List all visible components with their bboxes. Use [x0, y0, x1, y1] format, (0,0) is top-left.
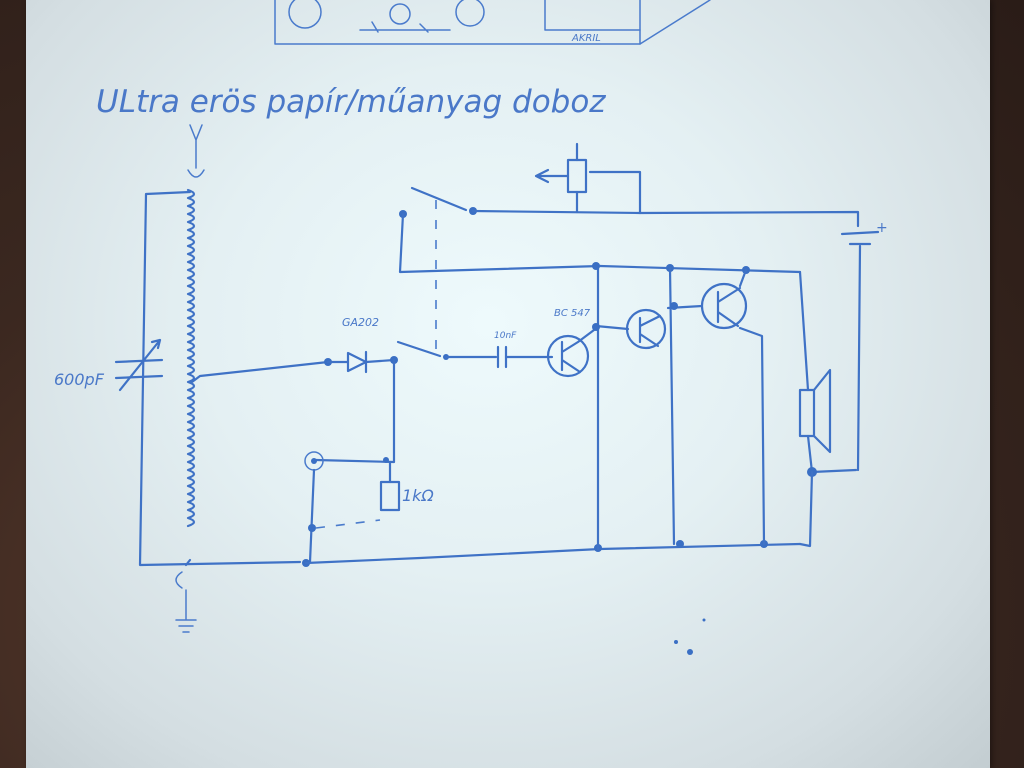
- transistor-q3: [700, 282, 748, 330]
- top-sketch: AKRIL: [274, 0, 711, 45]
- variable-capacitor: [114, 338, 164, 392]
- coupling-cap-label: 10nF: [494, 331, 517, 341]
- power-switch: [398, 170, 642, 274]
- antenna-symbol: [189, 124, 203, 169]
- coupling-capacitor: [496, 345, 508, 369]
- top-sketch-label: AKRIL: [571, 33, 601, 44]
- transistor-q1: [546, 328, 596, 378]
- capacitor-value-label: 600pF: [54, 370, 105, 389]
- speaker-symbol: [798, 368, 832, 454]
- volume-potentiometer: [534, 142, 588, 214]
- antenna-coil: [186, 188, 196, 528]
- battery-symbol: [840, 230, 880, 246]
- transistor-label: BC 547: [554, 308, 591, 319]
- diode-label: GA202: [342, 316, 379, 329]
- resistor: [379, 480, 401, 512]
- ground-symbol: [175, 571, 197, 633]
- resistor-label: 1kΩ: [402, 486, 434, 505]
- battery-plus-label: +: [876, 220, 888, 236]
- page-title: ULtra erös papír/műanyag doboz: [96, 84, 606, 120]
- diode: [326, 350, 396, 374]
- transistor-q2: [625, 308, 667, 350]
